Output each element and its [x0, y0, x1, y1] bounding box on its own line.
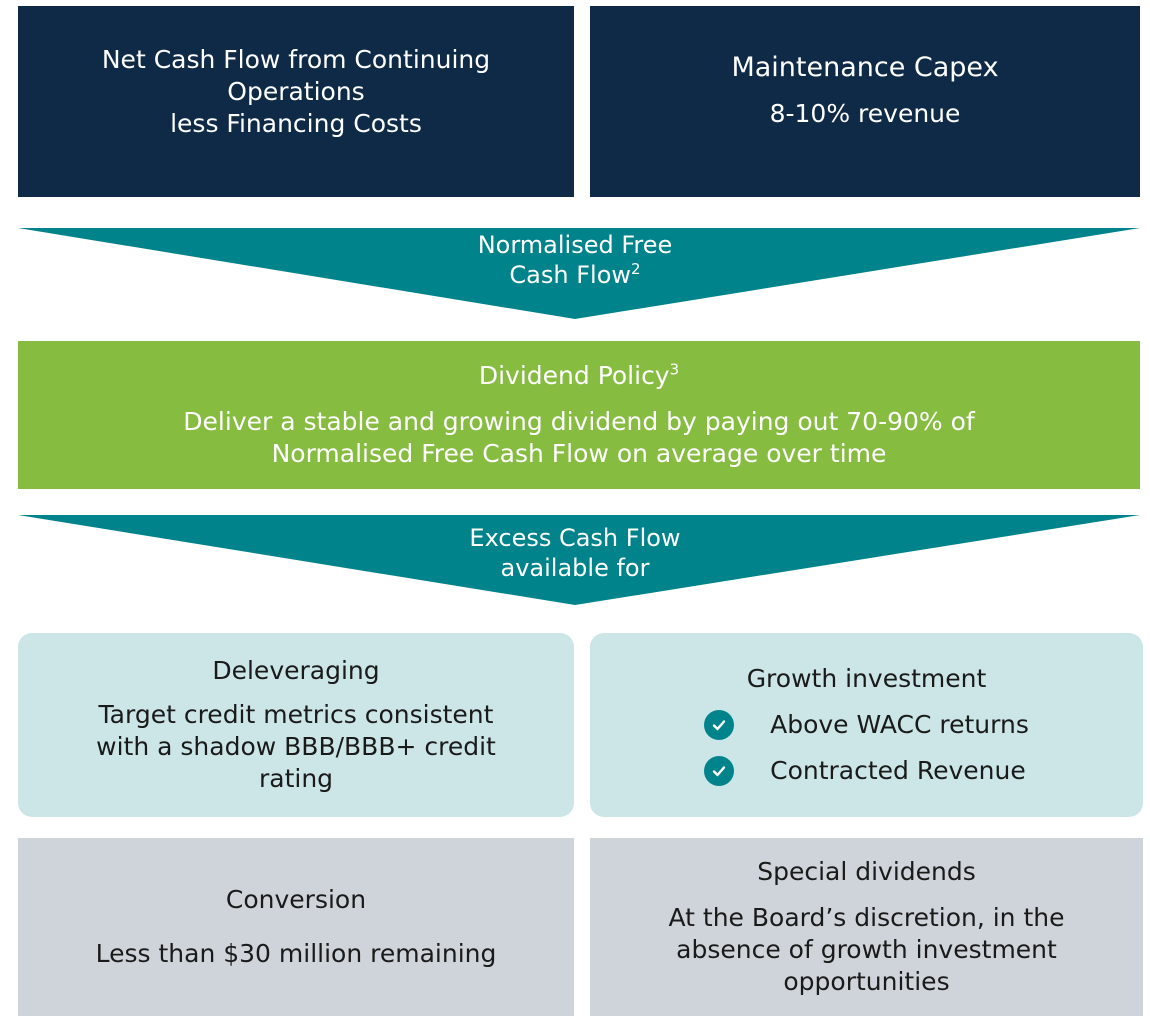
excess-cash-flow-label: Excess Cash Flow available for: [0, 523, 1150, 583]
dividend-policy-line-2: Normalised Free Cash Flow on average ove…: [271, 439, 887, 468]
growth-item-label: Contracted Revenue: [770, 756, 1026, 785]
special-dividends-line-3: opportunities: [783, 967, 950, 996]
growth-item: Above WACC returns: [704, 709, 1029, 741]
dividend-policy-box: Dividend Policy3 Deliver a stable and gr…: [18, 341, 1140, 489]
net-cash-flow-line-2: Operations: [227, 76, 365, 106]
maintenance-capex-box: Maintenance Capex 8-10% revenue: [590, 6, 1140, 197]
deleveraging-title: Deleveraging: [212, 656, 380, 685]
special-dividends-line-1: At the Board’s discretion, in the: [668, 903, 1065, 932]
conversion-box: Conversion Less than $30 million remaini…: [18, 838, 574, 1016]
special-dividends-box: Special dividends At the Board’s discret…: [590, 838, 1143, 1016]
dividend-policy-line-1: Deliver a stable and growing dividend by…: [183, 407, 975, 436]
growth-item: Contracted Revenue: [704, 755, 1026, 787]
excess-cash-flow-line-2: available for: [500, 554, 650, 582]
maintenance-capex-title: Maintenance Capex: [731, 51, 999, 83]
special-dividends-line-2: absence of growth investment: [676, 935, 1057, 964]
normalised-fcf-arrow: [18, 228, 1140, 319]
maintenance-capex-subtitle: 8-10% revenue: [769, 98, 961, 128]
conversion-title: Conversion: [225, 885, 367, 914]
growth-item-label: Above WACC returns: [770, 710, 1029, 739]
growth-investment-title: Growth investment: [746, 664, 987, 693]
deleveraging-box: Deleveraging Target credit metrics consi…: [18, 633, 574, 817]
excess-cash-flow-arrow: [18, 515, 1140, 605]
checkmark-icon: [704, 710, 735, 740]
growth-investment-list: Above WACC returns Contracted Revenue: [704, 709, 1029, 787]
net-cash-flow-box: Net Cash Flow from Continuing Operations…: [18, 6, 574, 197]
net-cash-flow-line-3: less Financing Costs: [170, 108, 422, 138]
net-cash-flow-line-1: Net Cash Flow from Continuing: [101, 44, 491, 74]
excess-cash-flow-line-1: Excess Cash Flow: [469, 524, 681, 552]
footnote-3: 3: [669, 360, 680, 379]
conversion-body: Less than $30 million remaining: [95, 939, 497, 968]
normalised-fcf-line-2: Cash Flow2: [509, 260, 641, 289]
deleveraging-line-3: rating: [258, 764, 334, 793]
normalised-fcf-line-1: Normalised Free: [477, 231, 673, 259]
deleveraging-line-1: Target credit metrics consistent: [98, 700, 494, 729]
dividend-policy-title: Dividend Policy3: [478, 360, 680, 390]
footnote-2: 2: [631, 260, 641, 278]
checkmark-icon: [704, 756, 735, 786]
normalised-fcf-label: Normalised Free Cash Flow2: [0, 230, 1150, 290]
growth-investment-box: Growth investment Above WACC returns Con…: [590, 633, 1143, 817]
special-dividends-title: Special dividends: [757, 857, 976, 886]
deleveraging-line-2: with a shadow BBB/BBB+ credit: [96, 732, 496, 761]
